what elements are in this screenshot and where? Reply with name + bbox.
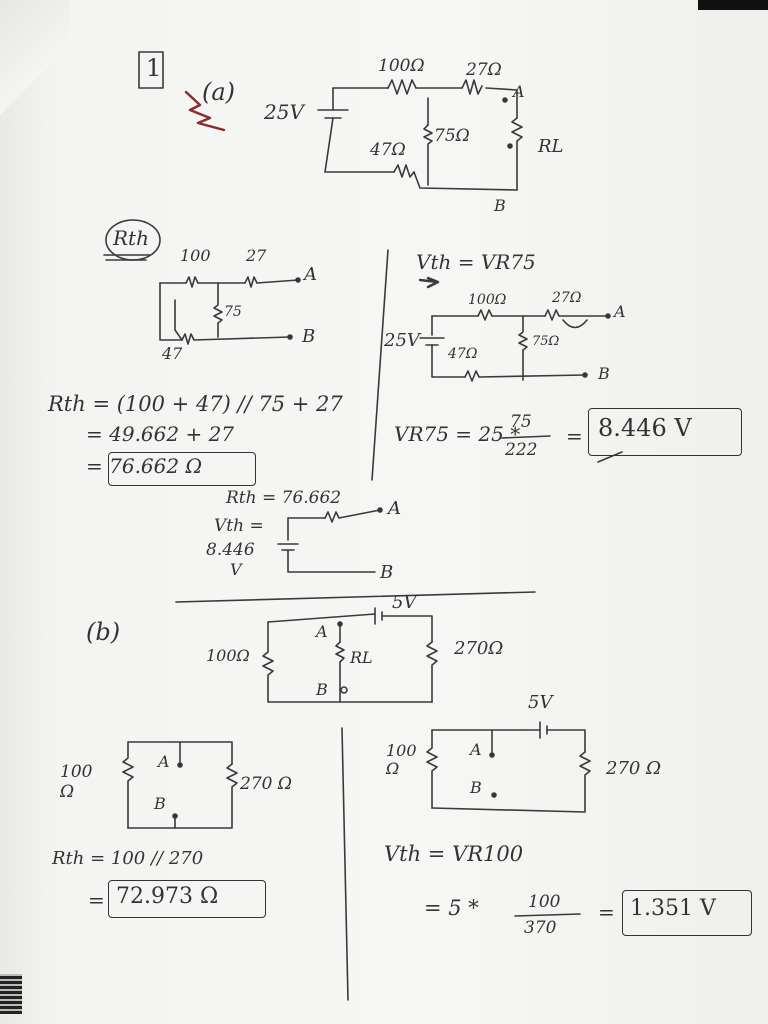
b-source-label: 5V [392,592,417,613]
circuit-a [317,79,523,191]
rth-r1-label: 100 [180,246,211,265]
b-vth-result-box [622,890,752,936]
b-vth-calc-den: 370 [524,918,557,938]
rth-node-b: B [302,326,316,347]
r3-label-a: 75Ω [434,126,470,146]
b-vth-source: 5V [528,692,553,713]
rth-node-a: A [304,264,317,285]
vth-circuit-b [426,721,591,813]
circuit-b [262,607,438,703]
vth-node-a: A [614,302,626,321]
b-r-left: 100Ω [206,646,250,665]
source-25v [317,109,349,119]
rth-circuit-a [159,276,301,345]
b-vth-result: 1.351 V [630,896,716,921]
rth-r4-label: 47 [162,344,183,363]
b-r-right: 270Ω [454,638,504,659]
b-vth-r-left: 100 Ω [386,741,417,778]
b-vth-node-b: B [470,778,482,797]
b-vth-calc-line1: Vth = VR100 [384,842,524,866]
problem-number: 1 [146,54,162,82]
vth-r1-label: 100Ω [468,292,507,308]
rth-r2-label: 27 [246,246,267,265]
b-vth-r-right: 270 Ω [606,758,662,779]
resistor-75 [423,124,433,186]
b-vth-node-a: A [470,740,482,759]
paper-fold-corner [0,0,70,120]
b-vth-eq: = [598,900,615,924]
vth-calc-prefix: VR75 = 25 * [394,422,521,446]
equiv-rth-label: Rth = 76.662 [226,488,342,508]
vth-calc-num: 75 [510,412,532,432]
divider-b-vertical [341,727,349,1001]
b-rth-r-left: 100 Ω [60,762,93,802]
equiv-node-a: A [388,498,401,519]
r1-label-a: 100Ω [378,56,425,76]
load-rl [511,117,523,191]
vth-calc-eq: = [566,424,583,448]
vth-r2-label: 27Ω [552,290,582,306]
equiv-vth-label: Vth = [214,516,264,536]
vth-result-box [588,408,742,456]
resistor-100 [387,79,417,95]
node-b-label-a: B [494,196,506,215]
b-rth-result: 72.973 Ω [116,884,219,909]
vth-circuit-a [418,276,611,382]
b-vth-calc-num: 100 [528,892,561,912]
source-label-a: 25V [264,100,304,124]
resistor-27 [461,79,483,95]
equiv-node-b: B [380,562,394,583]
b-rth-r-right: 270 Ω [240,774,292,794]
vth-r4-label: 47Ω [448,346,478,362]
equiv-vth-value: 8.446 [206,540,255,560]
b-vth-calc-prefix: = 5 * [424,896,479,920]
part-a-label: (a) [202,78,236,106]
equivalent-circuit-a [277,507,383,573]
r2-label-a: 27Ω [466,60,502,80]
vth-node-b: B [598,364,610,383]
equiv-vth-unit: V [230,560,242,579]
resistor-47 [393,164,415,178]
r4-label-a: 47Ω [370,140,406,160]
scan-marker [0,974,22,1014]
b-load: RL [350,648,373,667]
b-rth-eq: = [88,888,105,912]
b-rth-node-b: B [154,794,166,813]
vth-calc-result: 8.446 V [598,414,692,442]
divider-b [175,591,536,603]
node-a-label-a: A [513,82,525,101]
b-node-a: A [316,622,328,641]
scribble-mark [184,90,226,132]
part-b-label: (b) [86,618,121,646]
problem-number-box [138,51,164,89]
divider-a [371,249,389,481]
rth-calc-line3: = 76.662 Ω [86,454,203,478]
b-node-b: B [316,680,328,699]
vth-calc-den: 222 [505,440,538,460]
b-rth-node-a: A [158,752,170,771]
rth-circuit-b [122,741,238,829]
rth-result-box [108,452,256,486]
scan-edge [698,0,768,10]
vth-r3-label: 75Ω [532,334,560,349]
vth-source-label: 25V [384,330,420,351]
rth-calc-line2: = 49.662 + 27 [86,422,235,446]
rth-heading: Rth [113,226,149,250]
load-label-a: RL [538,136,564,157]
rth-r3-label: 75 [224,304,242,320]
b-rth-result-box [108,880,266,918]
b-rth-calc-line1: Rth = 100 // 270 [52,848,204,869]
rth-calc-line1: Rth = (100 + 47) // 75 + 27 [48,392,343,416]
vth-heading: Vth = VR75 [416,250,536,274]
